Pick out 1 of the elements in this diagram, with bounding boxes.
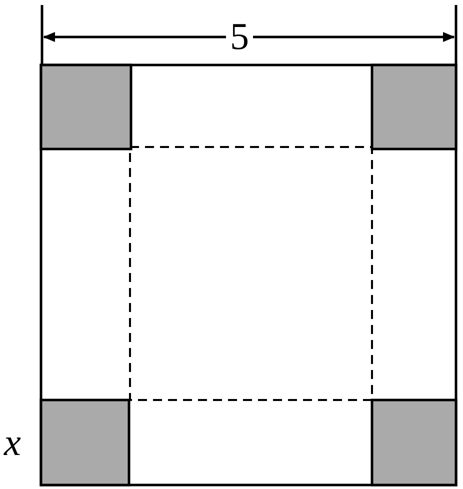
side-label: x: [2, 424, 22, 462]
